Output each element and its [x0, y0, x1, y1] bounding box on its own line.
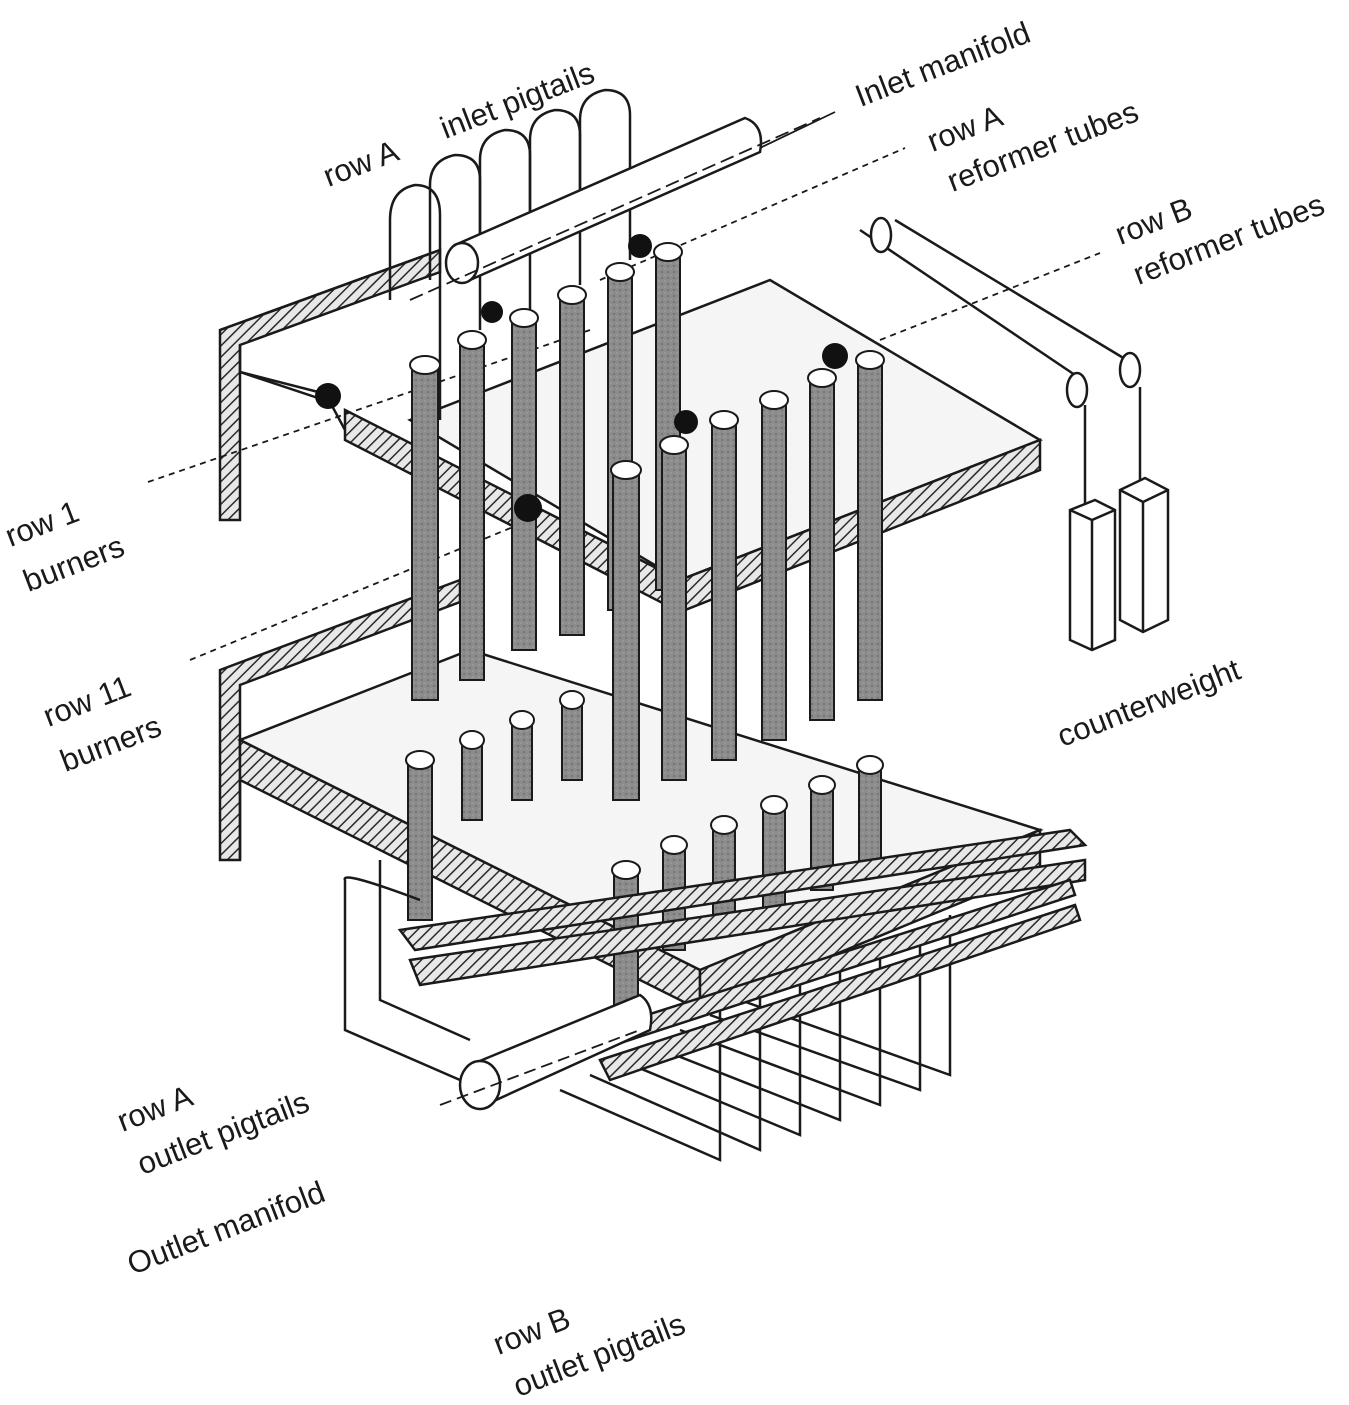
burner-marker	[822, 343, 848, 369]
reformer-tube-cap	[611, 860, 641, 880]
inlet-manifold	[409, 116, 821, 301]
burners	[315, 234, 848, 522]
row-a-tubes-line	[599, 147, 906, 281]
reformer-tube	[661, 444, 687, 781]
burner-marker	[315, 383, 341, 409]
burner-marker	[674, 410, 698, 434]
reformer-tube-cap	[459, 730, 485, 750]
leader-lines	[759, 111, 836, 149]
reformer-tube-cap	[659, 435, 689, 455]
reformer-tube-cap	[808, 775, 836, 795]
reformer-tube-cap	[856, 755, 884, 775]
burner-marker	[481, 301, 503, 323]
outlet-rails	[397, 828, 1088, 1082]
reformer-tube-cap	[660, 835, 688, 855]
reformer-tube	[809, 377, 835, 721]
reformer-tube-cap	[457, 330, 487, 350]
reformer-tube	[858, 764, 882, 871]
reformer-tube	[411, 364, 439, 701]
reformer-tube	[857, 359, 883, 701]
reformer-tube-cap	[610, 460, 642, 480]
reformer-tube	[561, 699, 583, 781]
reformer-tube-cap	[557, 285, 587, 305]
reformer-tube-cap	[405, 750, 435, 770]
reformer-tube-cap	[807, 368, 837, 388]
reformer-tube	[511, 317, 537, 651]
burner-marker	[514, 494, 542, 522]
reformer-tube-cap	[710, 815, 738, 835]
reformer-tube	[459, 339, 485, 681]
reformer-tube-cap	[509, 710, 535, 730]
reformer-tube	[461, 739, 483, 821]
reformer-tube-cap	[653, 242, 683, 262]
burner-marker	[628, 234, 652, 258]
reformer-tube-cap	[559, 690, 585, 710]
reformer-tube-cap	[760, 795, 788, 815]
reformer-tube-cap	[855, 350, 885, 370]
inlet-pigtails	[388, 88, 632, 420]
reformer-tube	[407, 759, 433, 921]
reformer-tube-cap	[709, 410, 739, 430]
reformer-tube-cap	[605, 262, 635, 282]
reformer-tube	[761, 399, 787, 741]
reformer-tube-cap	[509, 308, 539, 328]
reformer-tube-cap	[759, 390, 789, 410]
reformer-tube	[511, 719, 533, 801]
outlet-pigtails	[343, 860, 952, 1162]
counterweight-assembly	[859, 216, 1170, 652]
reformer-tube	[711, 419, 737, 761]
reformer-tube-cap	[409, 355, 441, 375]
outlet-manifold	[439, 993, 653, 1111]
reformer-tube	[559, 294, 585, 636]
reformer-tube	[612, 469, 640, 801]
